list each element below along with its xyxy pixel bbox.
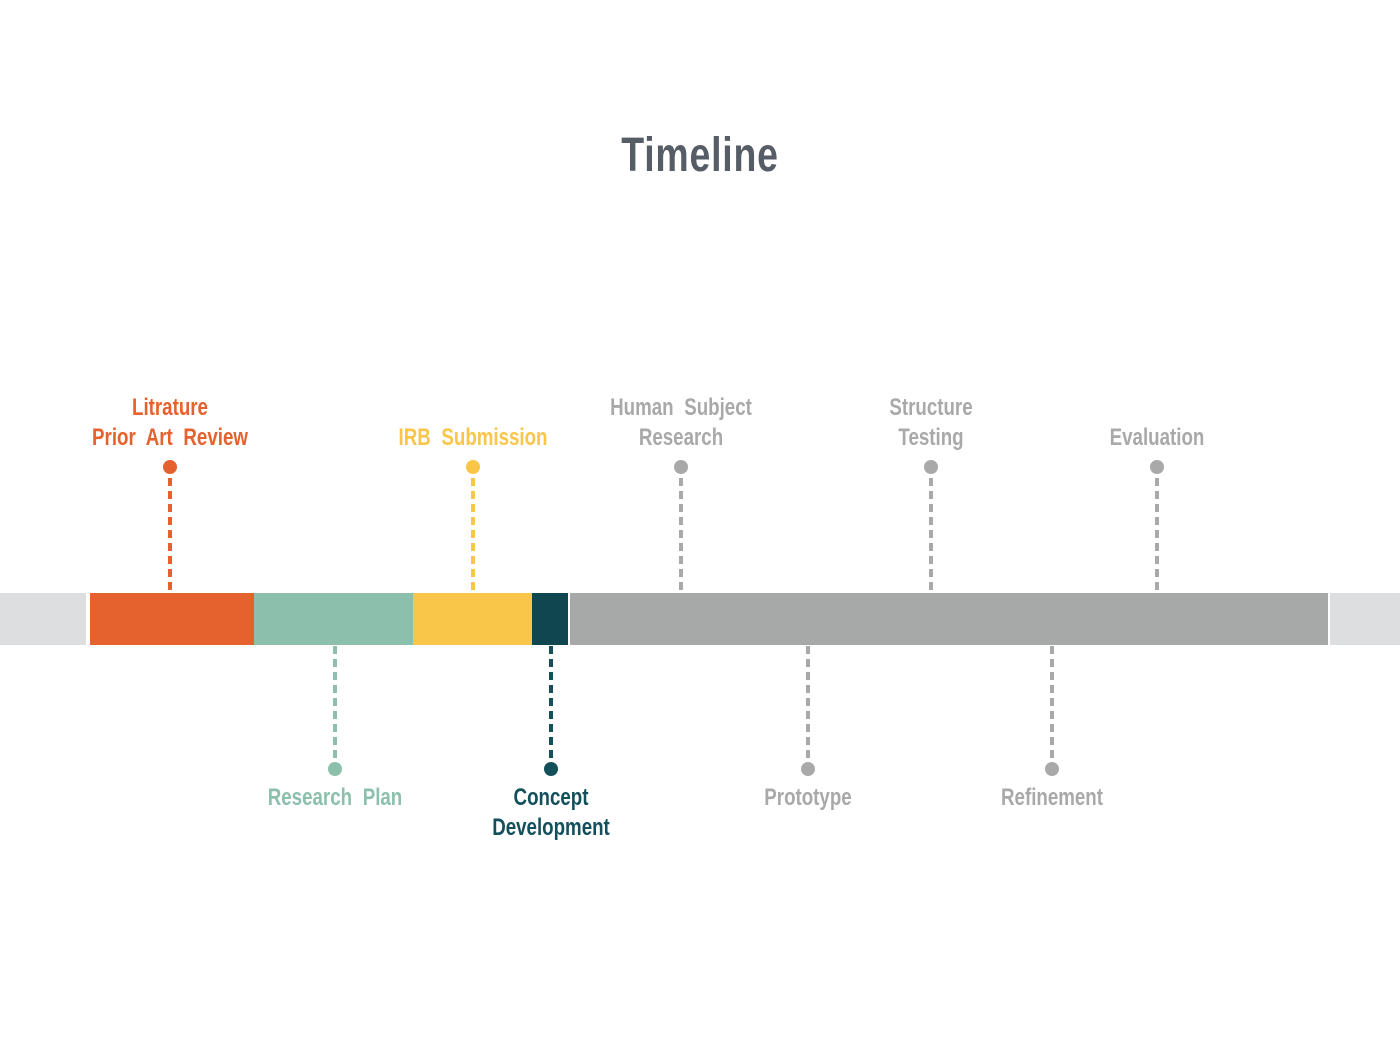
milestone-dot	[328, 762, 342, 776]
timeline-track-right	[1330, 593, 1400, 645]
milestone-stem	[549, 646, 553, 758]
milestone-stem	[929, 478, 933, 593]
milestone-label-line: Refinement	[1001, 784, 1103, 811]
milestone-stem	[471, 478, 475, 593]
milestone-label-line: Research	[638, 424, 724, 451]
milestone-dot	[674, 460, 688, 474]
milestone-stem	[333, 646, 337, 758]
milestone-stem	[679, 478, 683, 593]
milestone-dot	[544, 762, 558, 776]
milestone-dot	[466, 460, 480, 474]
milestone-label: Litrature Prior Art Review	[53, 393, 287, 453]
milestone-dot	[1150, 460, 1164, 474]
timeline-track-left	[0, 593, 86, 645]
milestone-label: Structure Testing	[814, 393, 1048, 453]
milestone-label-line: IRB Submission	[398, 424, 548, 451]
milestone-label-line: Research Plan	[267, 784, 403, 811]
milestone-label-line: Testing	[898, 424, 964, 451]
milestone-label-line: Development	[492, 814, 610, 841]
milestone-label: Research Plan	[218, 783, 452, 813]
milestone-label: IRB Submission	[356, 423, 590, 453]
milestone-label-line: Structure	[889, 394, 973, 421]
milestone-dot	[924, 460, 938, 474]
milestone-label: Prototype	[691, 783, 925, 813]
milestone-label-line: Litrature	[132, 394, 208, 421]
milestone-label-line: Concept	[513, 784, 589, 811]
page-title: Timeline	[621, 129, 779, 182]
milestone-label-line: Prior Art Review	[92, 424, 248, 451]
milestone-stem	[806, 646, 810, 758]
milestone-label: Evaluation	[1040, 423, 1274, 453]
bar-segment-irb-submission	[413, 593, 532, 645]
milestone-dot	[163, 460, 177, 474]
milestone-dot	[1045, 762, 1059, 776]
milestone-label: Refinement	[935, 783, 1169, 813]
bar-segment-research-plan	[254, 593, 413, 645]
bar-segment-prior-art-review	[90, 593, 254, 645]
milestone-label-line: Evaluation	[1109, 424, 1205, 451]
milestone-label: Concept Development	[434, 783, 668, 843]
bar-segment-future-phases	[570, 593, 1328, 645]
milestone-label-line: Prototype	[764, 784, 852, 811]
milestone-stem	[1155, 478, 1159, 593]
bar-segment-concept-development	[532, 593, 568, 645]
milestone-dot	[801, 762, 815, 776]
milestone-stem	[168, 478, 172, 593]
milestone-label-line: Human Subject	[610, 394, 752, 421]
milestone-stem	[1050, 646, 1054, 758]
milestone-label: Human Subject Research	[564, 393, 798, 453]
